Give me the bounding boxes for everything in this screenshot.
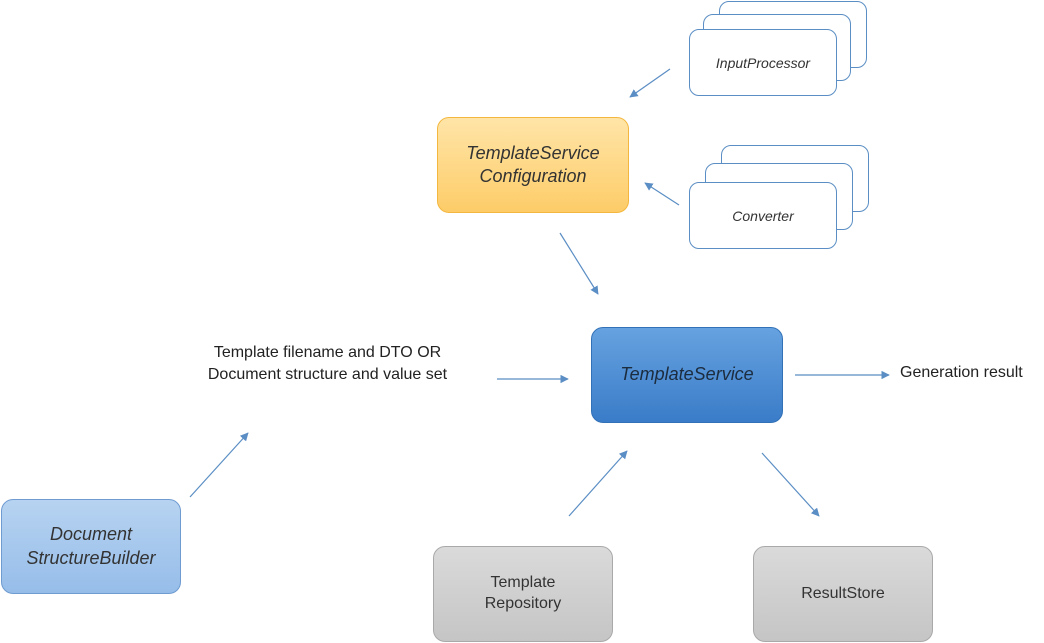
arrow-config-to-service — [559, 232, 599, 295]
arrow-repository-to-service — [568, 450, 628, 517]
result-store-label: ResultStore — [801, 584, 885, 602]
input-edge-label: Template filename and DTO OR Document st… — [190, 342, 465, 386]
repository-label-line1: Template — [490, 574, 556, 592]
converter-node: Converter — [689, 182, 837, 249]
template-repository-node: Template Repository — [433, 546, 613, 642]
input-label-line3: Document structure and value set — [207, 366, 448, 383]
builder-label-line1: Document — [49, 524, 133, 545]
document-structure-builder-node: Document StructureBuilder — [1, 499, 181, 594]
converter-label: Converter — [732, 207, 794, 224]
generation-result-label: Generation result — [900, 364, 1023, 381]
repository-label-line2: Repository — [484, 595, 562, 612]
input-processor-label: InputProcessor — [715, 54, 811, 71]
template-service-node: TemplateService — [591, 327, 783, 423]
template-service-configuration-node: TemplateService Configuration — [437, 117, 629, 213]
arrow-service-to-resultstore — [761, 452, 820, 517]
result-store-node: ResultStore — [753, 546, 933, 642]
config-label-line1: TemplateService — [466, 142, 600, 163]
input-label-line2: OR — [417, 344, 442, 361]
input-label-line1: Template filename and DTO — [213, 344, 413, 361]
arrow-builder-to-input — [189, 432, 249, 498]
arrow-inputprocessor-to-config — [629, 68, 671, 98]
input-processor-node: InputProcessor — [689, 29, 837, 96]
config-label-line2: Configuration — [479, 166, 587, 186]
builder-label-line2: StructureBuilder — [26, 547, 156, 568]
arrow-converter-to-config — [644, 182, 680, 206]
service-label: TemplateService — [620, 364, 754, 385]
